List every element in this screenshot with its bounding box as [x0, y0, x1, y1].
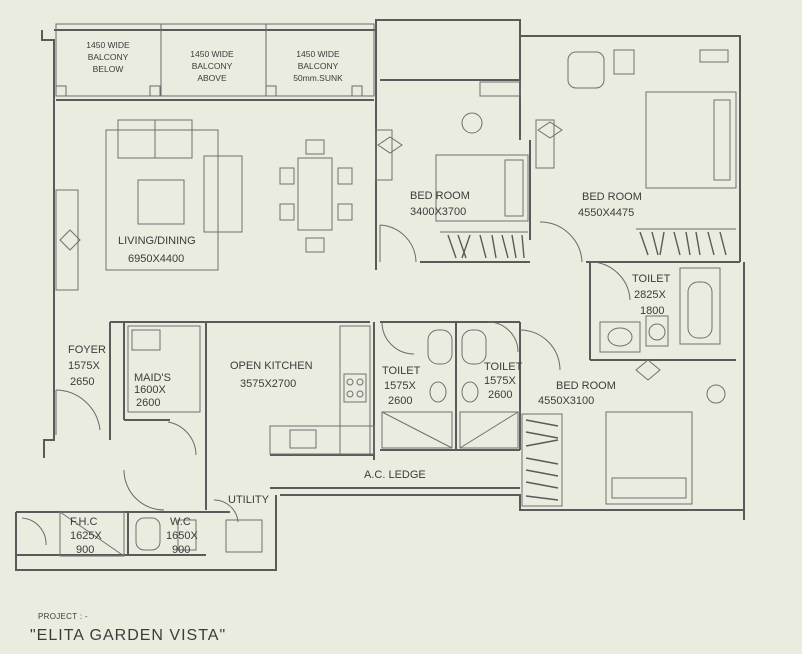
living-furniture	[55, 119, 353, 291]
fhc-size1: 1625X	[70, 530, 102, 542]
bed1-name: BED ROOM	[410, 190, 470, 202]
foyer-size1: 1575X	[68, 360, 100, 372]
bed1-size: 3400X3700	[410, 206, 466, 218]
wc-size2: 900	[172, 544, 190, 556]
toilet1-name: TOILET	[632, 273, 671, 285]
bedroom2-furniture	[535, 49, 737, 256]
balcony-3-line-3: 50mm.SUNK	[293, 73, 343, 83]
kitchen-name: OPEN KITCHEN	[230, 360, 313, 372]
balcony-1-line-1: 1450 WIDE	[86, 40, 130, 50]
foyer-size2: 2650	[70, 376, 94, 388]
fhc-size2: 900	[76, 544, 94, 556]
project-name: "ELITA GARDEN VISTA"	[30, 627, 227, 644]
balcony-3-line-2: BALCONY	[298, 61, 339, 71]
wc-size1: 1650X	[166, 530, 198, 542]
toilet2-name: TOILET	[382, 365, 421, 377]
toilet2-3-fixtures	[381, 329, 519, 449]
door-swings	[21, 221, 631, 546]
maids-size2: 2600	[136, 397, 160, 409]
utility-name: UTILITY	[228, 494, 270, 506]
toilet1-size1: 2825X	[634, 289, 666, 301]
toilet1-fixtures	[599, 267, 721, 381]
interior-walls	[16, 30, 740, 556]
toilet1-size2: 1800	[640, 305, 664, 317]
kitchen-size: 3575X2700	[240, 378, 296, 390]
bed2-name: BED ROOM	[582, 191, 642, 203]
bed3-name: BED ROOM	[556, 380, 616, 392]
bed3-size: 4550X3100	[538, 395, 594, 407]
balcony-1-line-2: BALCONY	[88, 52, 129, 62]
balcony-3-line-1: 1450 WIDE	[296, 49, 340, 59]
fhc-name: F.H.C	[70, 516, 98, 528]
balcony-1-line-3: BELOW	[93, 64, 124, 74]
bedroom1-furniture	[375, 81, 529, 259]
toilet3-size1: 1575X	[484, 375, 516, 387]
acledge-name: A.C. LEDGE	[364, 469, 426, 481]
balcony-2-line-2: BALCONY	[192, 61, 233, 71]
toilet3-size2: 2600	[488, 389, 512, 401]
toilet3-name: TOILET	[484, 361, 523, 373]
bedroom3-furniture	[521, 384, 726, 507]
kitchen-fixtures	[225, 325, 375, 553]
toilet2-size2: 2600	[388, 395, 412, 407]
room-labels: LIVING/DINING 6950X4400 BED ROOM 3400X37…	[68, 190, 671, 556]
bed2-size: 4550X4475	[578, 207, 634, 219]
balcony-2-line-1: 1450 WIDE	[190, 49, 234, 59]
toilet2-size1: 1575X	[384, 380, 416, 392]
balcony-labels: 1450 WIDE BALCONY BELOW 1450 WIDE BALCON…	[86, 40, 343, 83]
living-name: LIVING/DINING	[118, 235, 196, 247]
balcony-block	[55, 23, 375, 101]
foyer-name: FOYER	[68, 344, 106, 356]
balcony-2-line-3: ABOVE	[197, 73, 227, 83]
wc-name: W.C	[170, 516, 191, 528]
maids-name: MAID'S	[134, 372, 171, 384]
maids-fixtures	[59, 325, 201, 557]
project-label: PROJECT : -	[38, 612, 88, 621]
maids-size1: 1600X	[134, 384, 166, 396]
living-size: 6950X4400	[128, 253, 184, 265]
